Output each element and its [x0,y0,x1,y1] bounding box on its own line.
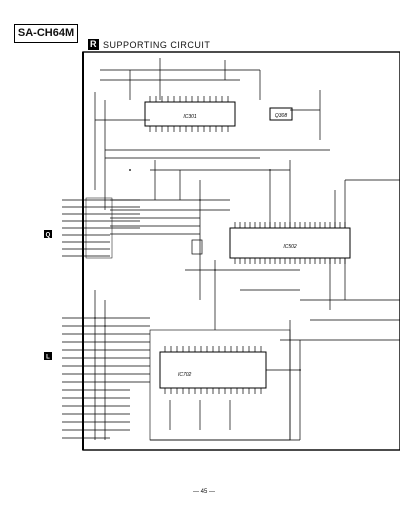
ic702-label: IC702 [178,372,192,378]
right-edge-traces [280,179,400,341]
transistor-symbol [191,239,203,255]
section-title: R SUPPORTING CIRCUIT [88,38,210,51]
connector-q-letter: Q [46,233,51,239]
page-number: — 45 — [193,489,216,495]
section-letter-badge: R [88,39,99,50]
ic502-label: IC502 [283,244,297,250]
connector-marker-l: L [44,352,52,361]
ic502-package: IC502 [229,227,351,259]
ic702-pins [164,346,262,394]
top-traces [94,58,330,210]
ic301-package: IC301 [144,96,236,132]
section-title-text: SUPPORTING CIRCUIT [103,39,211,50]
ic301-label: IC301 [183,114,197,120]
board-outline [82,51,400,451]
q308-package: Q308 [269,107,293,121]
ic502-pins [234,222,346,264]
ic702-package: IC702 [159,351,267,389]
model-number: SA-CH64M [17,27,75,39]
connector-q-block [62,197,140,259]
connector-l-block [62,290,150,440]
connector-marker-q: Q [44,230,52,239]
model-number-box: SA-CH64M [14,24,78,43]
middle-traces [110,160,300,330]
lower-traces [149,320,301,441]
component-dots [94,169,301,371]
connector-l-letter: L [46,355,50,361]
q308-label: Q308 [275,113,287,119]
